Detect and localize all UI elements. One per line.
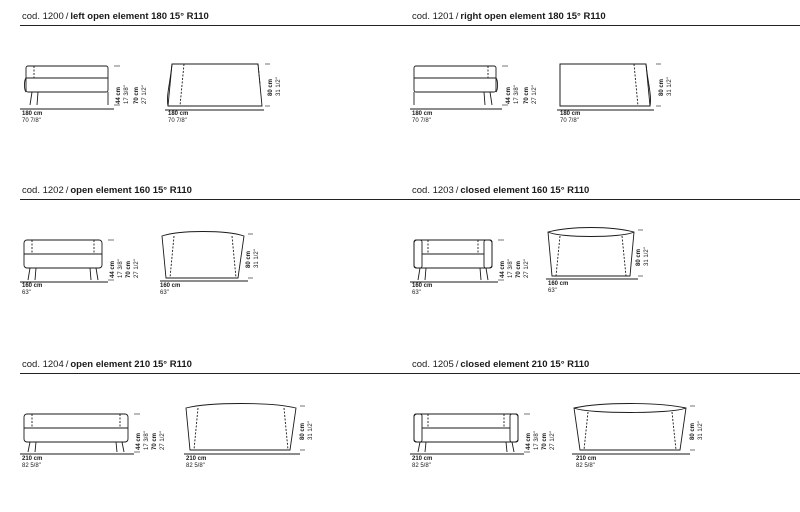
entry-title: cod. 1202/open element 160 15° R110	[22, 185, 192, 196]
top-width-inch: 70 7/8"	[560, 118, 579, 124]
elevation-drawing	[410, 63, 661, 111]
elevation-drawing	[20, 403, 305, 455]
entry-code: cod. 1200	[22, 11, 64, 22]
elevation-drawing	[410, 227, 643, 283]
depth-inch: 31 1/2"	[308, 421, 314, 440]
depth: 80 cm	[659, 78, 665, 96]
entry-code: cod. 1203	[412, 185, 454, 196]
entry-title: cod. 1203/closed element 160 15° R110	[412, 185, 590, 196]
front-width-inch: 63"	[22, 290, 31, 296]
top-width-inch: 82 5/8"	[576, 463, 595, 469]
title-rule	[20, 25, 410, 26]
back-height-inch: 27 1/2"	[160, 431, 166, 450]
entry-code: cod. 1204	[22, 359, 64, 370]
entry-title: cod. 1205/closed element 210 15° R110	[412, 359, 590, 370]
front-width: 210 cm	[22, 456, 43, 462]
elevation-drawing	[410, 403, 695, 455]
elevation-drawing	[20, 231, 253, 283]
back-height-inch: 27 1/2"	[134, 259, 140, 278]
front-width-inch: 70 7/8"	[412, 118, 431, 124]
front-width-inch: 70 7/8"	[22, 118, 41, 124]
seat-height: 44 cm	[136, 432, 142, 450]
top-width: 160 cm	[548, 281, 569, 287]
seat-height: 44 cm	[506, 86, 512, 104]
top-width-inch: 70 7/8"	[168, 118, 187, 124]
seat-height: 44 cm	[110, 260, 116, 278]
back-height: 70 cm	[524, 86, 530, 104]
front-width: 160 cm	[412, 283, 433, 289]
front-width: 210 cm	[412, 456, 433, 462]
back-height: 70 cm	[134, 86, 140, 104]
front-width-inch: 63"	[412, 290, 421, 296]
entry-1202: cod. 1202/open element 160 15° R110 160 …	[20, 178, 412, 338]
back-height-inch: 27 1/2"	[532, 85, 538, 104]
depth: 80 cm	[636, 248, 642, 266]
top-width: 180 cm	[560, 111, 581, 117]
entry-code: cod. 1201	[412, 11, 454, 22]
front-width-inch: 82 5/8"	[412, 463, 431, 469]
front-width: 160 cm	[22, 283, 43, 289]
entry-title: cod. 1204/open element 210 15° R110	[22, 359, 192, 370]
seat-height: 44 cm	[526, 432, 532, 450]
title-rule	[20, 199, 410, 200]
seat-height-inch: 17 3/8"	[508, 259, 514, 278]
depth: 80 cm	[246, 250, 252, 268]
top-width-inch: 63"	[548, 288, 557, 294]
depth-inch: 31 1/2"	[254, 249, 260, 268]
entry-code: cod. 1205	[412, 359, 454, 370]
entry-1204: cod. 1204/open element 210 15° R110 210 …	[20, 352, 412, 512]
depth-inch: 31 1/2"	[667, 77, 673, 96]
depth-inch: 31 1/2"	[644, 247, 650, 266]
back-height-inch: 27 1/2"	[550, 431, 556, 450]
depth: 80 cm	[300, 422, 306, 440]
entry-1203: cod. 1203/closed element 160 15° R110 16…	[410, 178, 800, 338]
top-width: 160 cm	[160, 283, 181, 289]
entry-1205: cod. 1205/closed element 210 15° R110 21…	[410, 352, 800, 512]
entry-1200: cod. 1200/left open element 180 15° R110…	[20, 4, 412, 164]
front-width-inch: 82 5/8"	[22, 463, 41, 469]
entry-title: cod. 1200/left open element 180 15° R110	[22, 11, 209, 22]
back-height: 70 cm	[152, 432, 158, 450]
entry-name: open element 160 15° R110	[70, 185, 192, 196]
back-height: 70 cm	[516, 260, 522, 278]
depth-inch: 31 1/2"	[276, 77, 282, 96]
front-width: 180 cm	[22, 111, 43, 117]
back-height: 70 cm	[542, 432, 548, 450]
back-height-inch: 27 1/2"	[524, 259, 530, 278]
title-rule	[20, 373, 410, 374]
seat-height-inch: 17 3/8"	[534, 431, 540, 450]
elevation-drawing	[20, 63, 270, 111]
entry-code: cod. 1202	[22, 185, 64, 196]
entry-1201: cod. 1201/right open element 180 15° R11…	[410, 4, 800, 164]
seat-height: 44 cm	[116, 86, 122, 104]
seat-height-inch: 17 3/8"	[118, 259, 124, 278]
title-rule	[410, 373, 800, 374]
entry-name: right open element 180 15° R110	[460, 11, 606, 22]
seat-height-inch: 17 3/8"	[124, 85, 130, 104]
depth: 80 cm	[690, 422, 696, 440]
top-width-inch: 63"	[160, 290, 169, 296]
front-width: 180 cm	[412, 111, 433, 117]
title-rule	[410, 25, 800, 26]
seat-height-inch: 17 3/8"	[144, 431, 150, 450]
entry-name: open element 210 15° R110	[70, 359, 192, 370]
back-height: 70 cm	[126, 260, 132, 278]
title-rule	[410, 199, 800, 200]
back-height-inch: 27 1/2"	[142, 85, 148, 104]
entry-title: cod. 1201/right open element 180 15° R11…	[412, 11, 606, 22]
depth-inch: 31 1/2"	[698, 421, 704, 440]
top-width: 210 cm	[186, 456, 207, 462]
entry-name: left open element 180 15° R110	[70, 11, 209, 22]
entry-name: closed element 210 15° R110	[460, 359, 590, 370]
seat-height-inch: 17 3/8"	[514, 85, 520, 104]
entry-name: closed element 160 15° R110	[460, 185, 590, 196]
seat-height: 44 cm	[500, 260, 506, 278]
top-width: 180 cm	[168, 111, 189, 117]
top-width: 210 cm	[576, 456, 597, 462]
depth: 80 cm	[268, 78, 274, 96]
top-width-inch: 82 5/8"	[186, 463, 205, 469]
